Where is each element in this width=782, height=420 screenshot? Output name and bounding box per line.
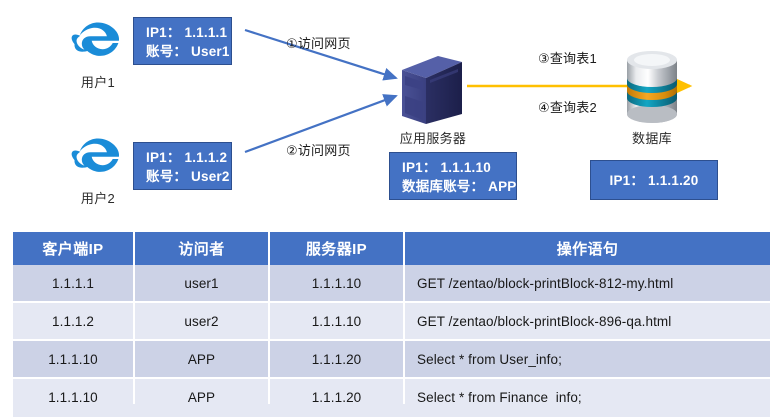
internet-explorer-icon bbox=[70, 128, 126, 184]
table-bottom-edge bbox=[13, 404, 770, 417]
table-header-row: 客户端IP 访问者 服务器IP 操作语句 bbox=[13, 232, 770, 265]
app-server-db-account: 数据库账号： APP bbox=[402, 179, 517, 194]
table-row: 1.1.1.10 APP 1.1.1.20 Select * from User… bbox=[13, 340, 770, 379]
database-ip: IP1： 1.1.1.20 bbox=[609, 172, 699, 188]
user2-caption: 用户2 bbox=[80, 191, 116, 206]
internet-explorer-icon bbox=[70, 12, 126, 68]
table-row: 1.1.1.2 user2 1.1.1.10 GET /zentao/block… bbox=[13, 302, 770, 341]
network-diagram: 用户1 IP1： 1.1.1.1 账号： User1 ①访问网页 用户2 IP1… bbox=[70, 12, 718, 206]
server-tower-icon bbox=[398, 52, 466, 128]
cell-visitor: user2 bbox=[134, 302, 270, 341]
access-log-table: 客户端IP 访问者 服务器IP 操作语句 1.1.1.1 user1 1.1.1… bbox=[13, 232, 770, 415]
user1-caption: 用户1 bbox=[80, 75, 116, 90]
user2-account: 账号： User2 bbox=[146, 169, 230, 184]
flow-label-4: ④查询表2 bbox=[538, 100, 597, 115]
database-info-box: IP1： 1.1.1.20 bbox=[590, 160, 718, 200]
cell-client-ip: 1.1.1.10 bbox=[13, 340, 135, 379]
cell-server-ip: 1.1.1.20 bbox=[269, 340, 405, 379]
cell-server-ip: 1.1.1.10 bbox=[269, 265, 405, 303]
flow-label-1: ①访问网页 bbox=[286, 36, 351, 51]
cell-visitor: APP bbox=[134, 340, 270, 379]
column-header-visitor: 访问者 bbox=[134, 232, 270, 265]
column-header-client-ip: 客户端IP bbox=[13, 232, 135, 265]
flow-label-3: ③查询表1 bbox=[538, 51, 597, 66]
cell-client-ip: 1.1.1.1 bbox=[13, 265, 135, 303]
app-server-ip: IP1： 1.1.1.10 bbox=[402, 160, 491, 175]
cell-server-ip: 1.1.1.10 bbox=[269, 302, 405, 341]
column-header-server-ip: 服务器IP bbox=[269, 232, 405, 265]
user2-ip: IP1： 1.1.1.2 bbox=[146, 150, 228, 165]
cell-statement: GET /zentao/block-printBlock-896-qa.html bbox=[404, 302, 770, 341]
user1-account: 账号： User1 bbox=[146, 44, 230, 59]
column-header-statement: 操作语句 bbox=[404, 232, 770, 265]
cell-visitor: user1 bbox=[134, 265, 270, 303]
flow-label-2: ②访问网页 bbox=[286, 143, 351, 158]
app-server-info-box: IP1： 1.1.1.10 数据库账号： APP bbox=[389, 152, 517, 200]
cell-client-ip: 1.1.1.2 bbox=[13, 302, 135, 341]
user2-info-box: IP1： 1.1.1.2 账号： User2 bbox=[133, 142, 232, 190]
table-row: 1.1.1.1 user1 1.1.1.10 GET /zentao/block… bbox=[13, 265, 770, 303]
user1-info-box: IP1： 1.1.1.1 账号： User1 bbox=[133, 17, 232, 65]
database-caption: 数据库 bbox=[632, 131, 672, 146]
app-server-caption: 应用服务器 bbox=[399, 131, 467, 146]
user1-ip: IP1： 1.1.1.1 bbox=[146, 25, 228, 40]
database-cylinder-icon bbox=[622, 50, 682, 124]
cell-statement: GET /zentao/block-printBlock-812-my.html bbox=[404, 265, 770, 303]
cell-statement: Select * from User_info; bbox=[404, 340, 770, 379]
